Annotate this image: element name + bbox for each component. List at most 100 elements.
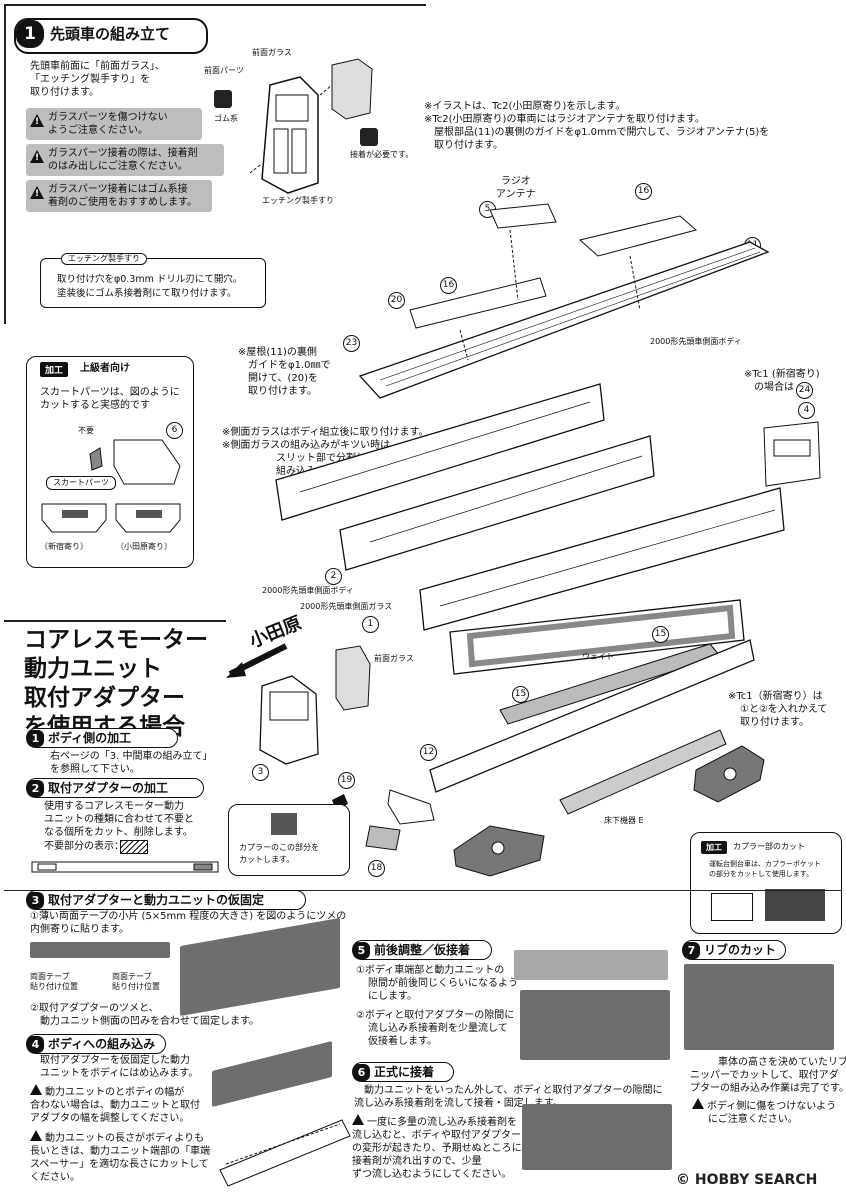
- warning-icon: [30, 1130, 42, 1141]
- part-12: 12: [420, 744, 437, 761]
- divider: [4, 620, 226, 622]
- label-floor-equipment: 床下機器 E: [604, 816, 644, 825]
- label-etching: エッチング製手すり: [262, 196, 334, 205]
- sub3-step2: ②取付アダプターのツメと、動力ユニット側面の凹みを合わせて固定します。: [30, 1003, 259, 1027]
- roof-assembly-illustration: [358, 203, 770, 399]
- warning-icon: [30, 1084, 42, 1095]
- skirt-parts-label: スカートパーツ: [46, 476, 116, 490]
- side-panels-illustration: [275, 383, 785, 631]
- advanced-text: スカートパーツは、図のようにカットすると実感的です: [40, 387, 180, 411]
- step1-panel: [4, 4, 426, 324]
- sub1-text: 右ページの「3. 中間車の組み立て」を参照して下さい。: [50, 751, 213, 775]
- tc1-note: ※Tc1 (新宿寄り)の場合は: [744, 369, 820, 393]
- label-glue-needed: 接着が必要です。: [350, 150, 414, 159]
- part-1: 1: [362, 616, 379, 633]
- sub6-warn: 一度に多量の流し込み系接着剤を 流し込むと、ボディや取付アダプターの変形が起きた…: [352, 1114, 522, 1181]
- hatch-swatch: [120, 840, 148, 854]
- adapter-photo: [30, 942, 170, 958]
- unneeded-display-label: 不要部分の表示：: [44, 841, 124, 852]
- body-insert-drawing: [219, 1119, 351, 1187]
- coupler-cut-box: 加工 カプラー部のカット 運転台側台車は、カプラーポケット の部分をカットして使…: [690, 832, 842, 934]
- glue-photo: [520, 990, 670, 1060]
- tape-pos-2: 両面テープ貼り付け位置: [112, 972, 160, 991]
- coupler-before: [711, 893, 753, 921]
- advanced-tag: 加工: [40, 362, 69, 377]
- coupler-cut-callout: カプラーのこの部分を カットします。: [228, 804, 350, 876]
- label-side-glass: 2000形先頭車側面ガラス: [300, 602, 393, 611]
- part-15-right: 15: [652, 626, 669, 643]
- part-3: 3: [252, 764, 269, 781]
- label-radio-antenna: ラジオアンテナ: [496, 176, 536, 200]
- label-side-body-2: 2000形先頭車側面ボディ: [262, 586, 354, 595]
- sub4-text: 取付アダプターを仮固定した動力ユニットをボディにはめ込みます。: [40, 1055, 199, 1079]
- label-front-glass: 前面ガラス: [252, 48, 292, 57]
- adapter-illustration: [31, 861, 219, 873]
- bogie-plate-center: [453, 825, 545, 877]
- front-cab-illustration: [249, 58, 373, 194]
- step1-title: 先頭車の組み立て: [50, 25, 171, 43]
- sub4-warn1: 動力ユニットのとボディの幅が合わない場合は、動力ユニットと取付アダプタの幅を調整…: [30, 1084, 200, 1125]
- unit-insert-photo: [212, 1041, 332, 1107]
- brush-icon: [360, 128, 378, 146]
- part-24: 24: [796, 382, 813, 399]
- rib-cut-photo: [684, 964, 834, 1050]
- sub5-text: ①ボディ車端部と動力ユニットの隙間が前後同じくらいになるようにします。 ②ボディ…: [356, 965, 518, 1047]
- part-16-right: 16: [635, 183, 652, 200]
- coreless-heading: コアレスモーター動力ユニット取付アダプターを使用する場合: [24, 627, 208, 740]
- warning-icon: [352, 1114, 364, 1125]
- label-front-glass-2: 前面ガラス: [374, 654, 414, 663]
- part-16-left: 16: [440, 277, 457, 294]
- part-19: 19: [338, 772, 355, 789]
- final-glue-photo: [522, 1104, 672, 1170]
- part-20: 20: [388, 292, 405, 309]
- skirt-variants: [41, 503, 181, 533]
- label-side-body: 2000形先頭車側面ボディ: [650, 337, 742, 346]
- coupler-illustration: [332, 789, 435, 851]
- part-15-left: 15: [512, 686, 529, 703]
- glue-icon: [214, 90, 232, 108]
- coupler-icon: [271, 813, 297, 835]
- sub2-text: 使用するコアレスモーター動力ユニットの種類に合わせて不要となる個所をカット、削除…: [44, 801, 194, 838]
- roof-note: ※屋根(11)の裏側ガイドをφ1.0㎜で開けて、(20)を取り付けます。: [238, 347, 331, 397]
- step1-intro: 先頭車前面に「前面ガラス」、「エッチング製手すり」を取り付けます。: [30, 61, 165, 98]
- sub6-text: 動力ユニットをいったん外して、ボディと取付アダプターの隙間に流し込み系接着剤を流…: [354, 1085, 663, 1109]
- label-rubber: ゴム系: [214, 114, 238, 123]
- cab-illustration-2: [259, 645, 371, 765]
- watermark: © HOBBY SEARCH: [676, 1172, 818, 1188]
- label-unneeded: 不要: [78, 426, 94, 435]
- skirt-part-illustration: [89, 439, 181, 485]
- sub3-text: ①薄い両面テープの小片 (5×5mm 程度の大きさ) を図のようにツメの内側寄り…: [30, 911, 347, 935]
- divider-bottom: [4, 890, 842, 891]
- part-4: 4: [798, 402, 815, 419]
- part-23: 23: [343, 335, 360, 352]
- etching-info-box: エッチング製手すり 取り付け穴をφ0.3mm ドリル刃にて開穴。 塗装後にゴム系…: [40, 253, 266, 308]
- part-2: 2: [325, 568, 342, 585]
- sub7-text: 車体の高さを決めていたリブをニッパーでカットして、取付アダプターの組み込み作業は…: [690, 1057, 846, 1094]
- step1-header: 1 先頭車の組み立て: [14, 18, 208, 54]
- label-shinjuku: 〔新宿寄り〕: [40, 542, 88, 551]
- chassis-illustration: [429, 599, 755, 815]
- step1-number: 1: [16, 20, 44, 48]
- tc1-front-panel: [763, 421, 821, 487]
- label-weight: ウェイト: [582, 652, 614, 661]
- sub7-warn: ボディ側に傷をつけないようにご注意ください。: [692, 1098, 836, 1126]
- label-front-parts: 前面パーツ: [204, 66, 244, 75]
- bogie-plate-right: [693, 745, 765, 803]
- part-6: 6: [166, 422, 183, 439]
- advanced-title: 上級者向け: [80, 363, 130, 374]
- coupler-after: [765, 889, 825, 921]
- label-odawara: 〔小田原寄り〕: [116, 542, 172, 551]
- gap-photo: [514, 950, 668, 980]
- antenna-notes: ※イラストは、Tc2(小田原寄り)を示します。※Tc2(小田原寄り)の車両にはラ…: [424, 101, 770, 151]
- odawara-arrow: [226, 643, 288, 678]
